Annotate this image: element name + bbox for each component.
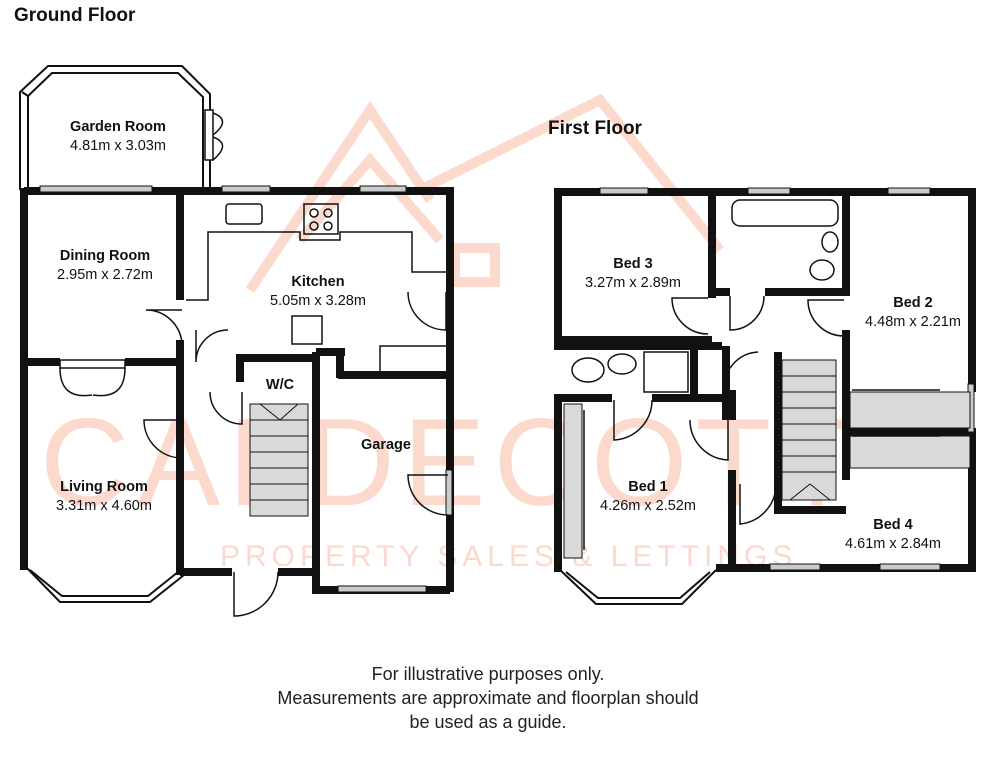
kitchen-units bbox=[186, 203, 446, 372]
room-name: Garage bbox=[361, 437, 411, 453]
living-room-bay bbox=[23, 564, 185, 603]
disclaimer-line: For illustrative purposes only. bbox=[371, 664, 605, 684]
first-floor-plan bbox=[554, 187, 976, 605]
room-name: Bed 2 bbox=[893, 295, 933, 311]
ground-floor-plan bbox=[19, 65, 454, 617]
room-label-dining-room: Dining Room 2.95m x 2.72m bbox=[57, 247, 153, 285]
room-name: Kitchen bbox=[291, 274, 345, 290]
room-name: Bed 3 bbox=[613, 256, 653, 272]
ground-windows bbox=[39, 185, 453, 593]
ground-doors bbox=[59, 291, 449, 617]
room-size: 4.48m x 2.21m bbox=[865, 314, 961, 330]
first-windows bbox=[599, 187, 975, 571]
wardrobes bbox=[563, 391, 971, 559]
room-label-kitchen: Kitchen 5.05m x 3.28m bbox=[270, 273, 366, 311]
room-name: Bed 1 bbox=[628, 479, 668, 495]
room-name: Garden Room bbox=[70, 119, 166, 135]
room-name: Bed 4 bbox=[873, 517, 913, 533]
room-label-bed4: Bed 4 4.61m x 2.84m bbox=[845, 516, 941, 554]
room-label-garden-room: Garden Room 4.81m x 3.03m bbox=[70, 118, 166, 156]
room-size: 3.27m x 2.89m bbox=[585, 275, 681, 291]
room-size: 2.95m x 2.72m bbox=[57, 267, 153, 283]
room-size: 4.81m x 3.03m bbox=[70, 138, 166, 154]
room-label-bed1: Bed 1 4.26m x 2.52m bbox=[600, 478, 696, 516]
room-label-bed2: Bed 2 4.48m x 2.21m bbox=[865, 294, 961, 332]
room-name: Dining Room bbox=[59, 248, 151, 264]
disclaimer: For illustrative purposes only. Measurem… bbox=[238, 662, 738, 734]
room-size: 3.31m x 4.60m bbox=[56, 498, 152, 514]
first-floor-title: First Floor bbox=[548, 118, 642, 139]
disclaimer-line: Measurements are approximate and floorpl… bbox=[277, 688, 699, 708]
room-size: 4.26m x 2.52m bbox=[600, 498, 696, 514]
first-doors bbox=[613, 295, 845, 525]
watermark-house-logo bbox=[245, 93, 724, 293]
room-label-wc: W/C bbox=[266, 376, 294, 395]
bathroom-fixtures bbox=[571, 199, 839, 393]
garden-room-doors bbox=[204, 109, 224, 161]
room-size: 4.61m x 2.84m bbox=[845, 536, 941, 552]
room-label-living-room: Living Room 3.31m x 4.60m bbox=[56, 478, 152, 516]
disclaimer-line: be used as a guide. bbox=[409, 712, 567, 732]
first-stairs bbox=[781, 359, 837, 501]
ground-stairs bbox=[249, 403, 309, 517]
room-label-garage: Garage bbox=[361, 436, 411, 455]
ground-floor-title: Ground Floor bbox=[14, 5, 136, 26]
room-label-bed3: Bed 3 3.27m x 2.89m bbox=[585, 255, 681, 293]
room-name: Living Room bbox=[60, 479, 148, 495]
room-name: W/C bbox=[265, 377, 295, 393]
room-size: 5.05m x 3.28m bbox=[270, 293, 366, 309]
bed1-bay bbox=[557, 567, 717, 605]
